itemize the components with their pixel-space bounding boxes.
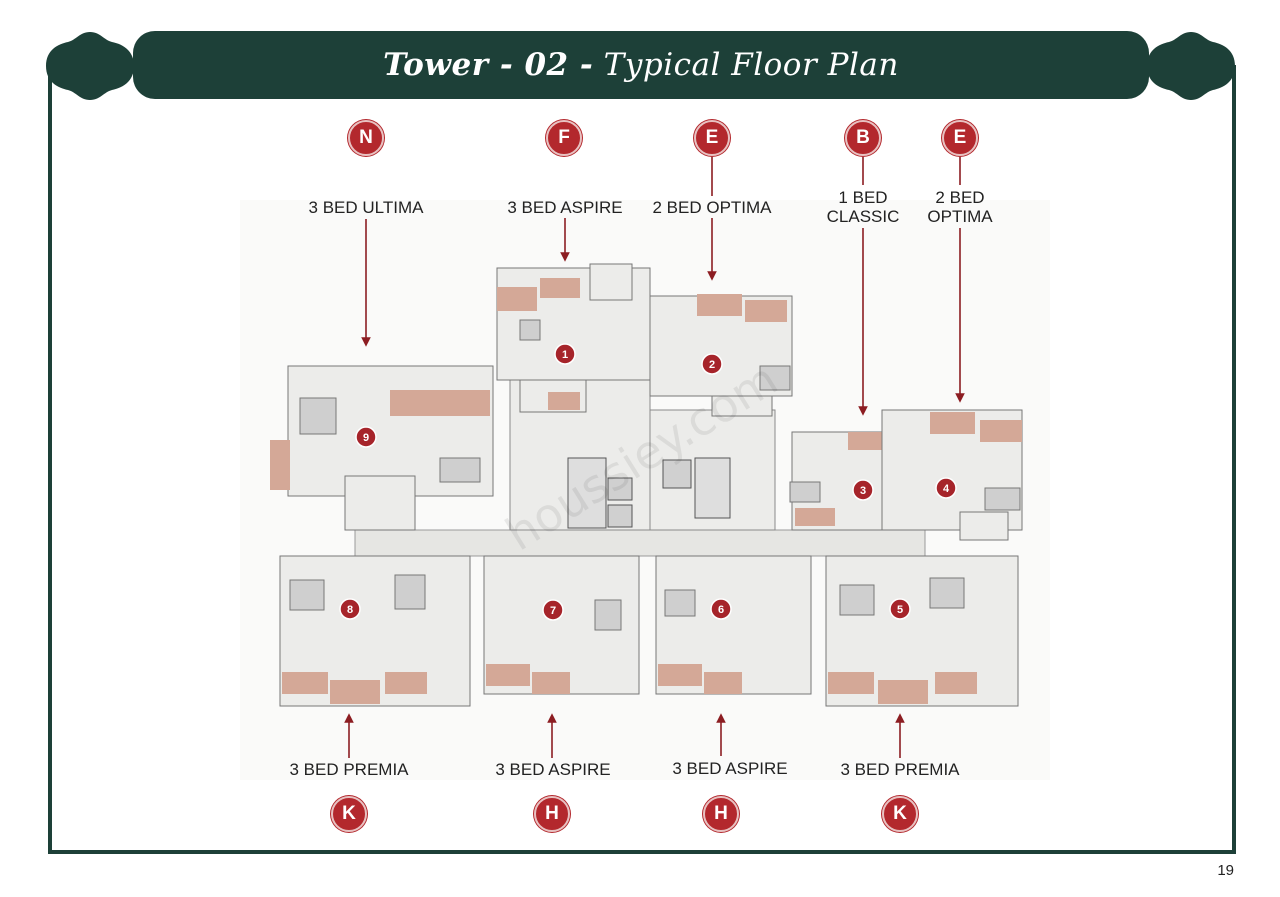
flat-number-6: 6 (718, 604, 724, 616)
lift-2 (607, 504, 633, 528)
flat-number-8: 8 (347, 604, 353, 616)
corridor (354, 529, 926, 557)
lift-3 (662, 459, 692, 489)
flat-marker-3: 3 (852, 479, 874, 501)
flat-number-9: 9 (363, 432, 369, 444)
unit-label-3-bed-aspire-top: 3 BED ASPIRE (507, 198, 623, 217)
stair-left (567, 457, 607, 529)
unit-label-3-bed-premia-left: 3 BED PREMIA (289, 760, 409, 779)
right-ornament-icon (1147, 32, 1235, 100)
flat-5-plan (825, 555, 1019, 707)
flat-number-1: 1 (562, 349, 568, 361)
lift-1 (607, 477, 633, 501)
flat-number-3: 3 (860, 485, 866, 497)
flat-number-4: 4 (943, 483, 950, 495)
flat-marker-9: 9 (355, 426, 377, 448)
flat-marker-2: 2 (701, 353, 723, 375)
flat-number-7: 7 (550, 605, 556, 617)
flat-marker-7: 7 (542, 599, 564, 621)
flat-marker-6: 6 (710, 598, 732, 620)
unit-label-3-bed-aspire-left: 3 BED ASPIRE (495, 760, 611, 779)
flat-marker-5: 5 (889, 598, 911, 620)
stair-right (694, 457, 731, 519)
unit-badge-e1: E (694, 120, 730, 156)
unit-label-1-bed-classic: 1 BED CLASSIC (826, 188, 900, 226)
unit-label-3-bed-premia-right: 3 BED PREMIA (840, 760, 960, 779)
flat-number-2: 2 (709, 359, 715, 371)
flat-number-5: 5 (897, 604, 903, 616)
unit-label-2-bed-optima-2: 2 BED OPTIMA (927, 188, 993, 226)
flat-marker-4: 4 (935, 477, 957, 499)
flat-8-plan (279, 555, 471, 707)
title-bar: Tower - 02 - Typical Floor Plan (133, 31, 1149, 99)
flat-4-plan (881, 409, 1023, 541)
page-title: Tower - 02 - Typical Floor Plan (383, 47, 899, 83)
unit-badge-b: B (845, 120, 881, 156)
unit-label-3-bed-ultima: 3 BED ULTIMA (308, 198, 424, 217)
flat-6-plan (655, 555, 812, 695)
unit-badge-h1: H (534, 796, 570, 832)
unit-badge-k1: K (331, 796, 367, 832)
page-frame (48, 65, 1236, 854)
page-number: 19 (1217, 862, 1234, 879)
left-ornament-icon (46, 32, 134, 100)
flat-marker-8: 8 (339, 598, 361, 620)
flat-7-plan (483, 555, 640, 695)
title-bold: Tower - 02 - (383, 47, 594, 83)
flat-1-plan (496, 263, 651, 413)
unit-badge-k2: K (882, 796, 918, 832)
unit-badge-h2: H (703, 796, 739, 832)
unit-badge-f: F (546, 120, 582, 156)
title-rest: Typical Floor Plan (603, 47, 899, 83)
flat-2-plan (649, 294, 793, 417)
flat-marker-1: 1 (554, 343, 576, 365)
unit-label-3-bed-aspire-right: 3 BED ASPIRE (672, 759, 788, 778)
unit-badge-e2: E (942, 120, 978, 156)
unit-label-2-bed-optima: 2 BED OPTIMA (652, 198, 772, 217)
flat-9-plan (270, 365, 494, 531)
unit-badge-n: N (348, 120, 384, 156)
